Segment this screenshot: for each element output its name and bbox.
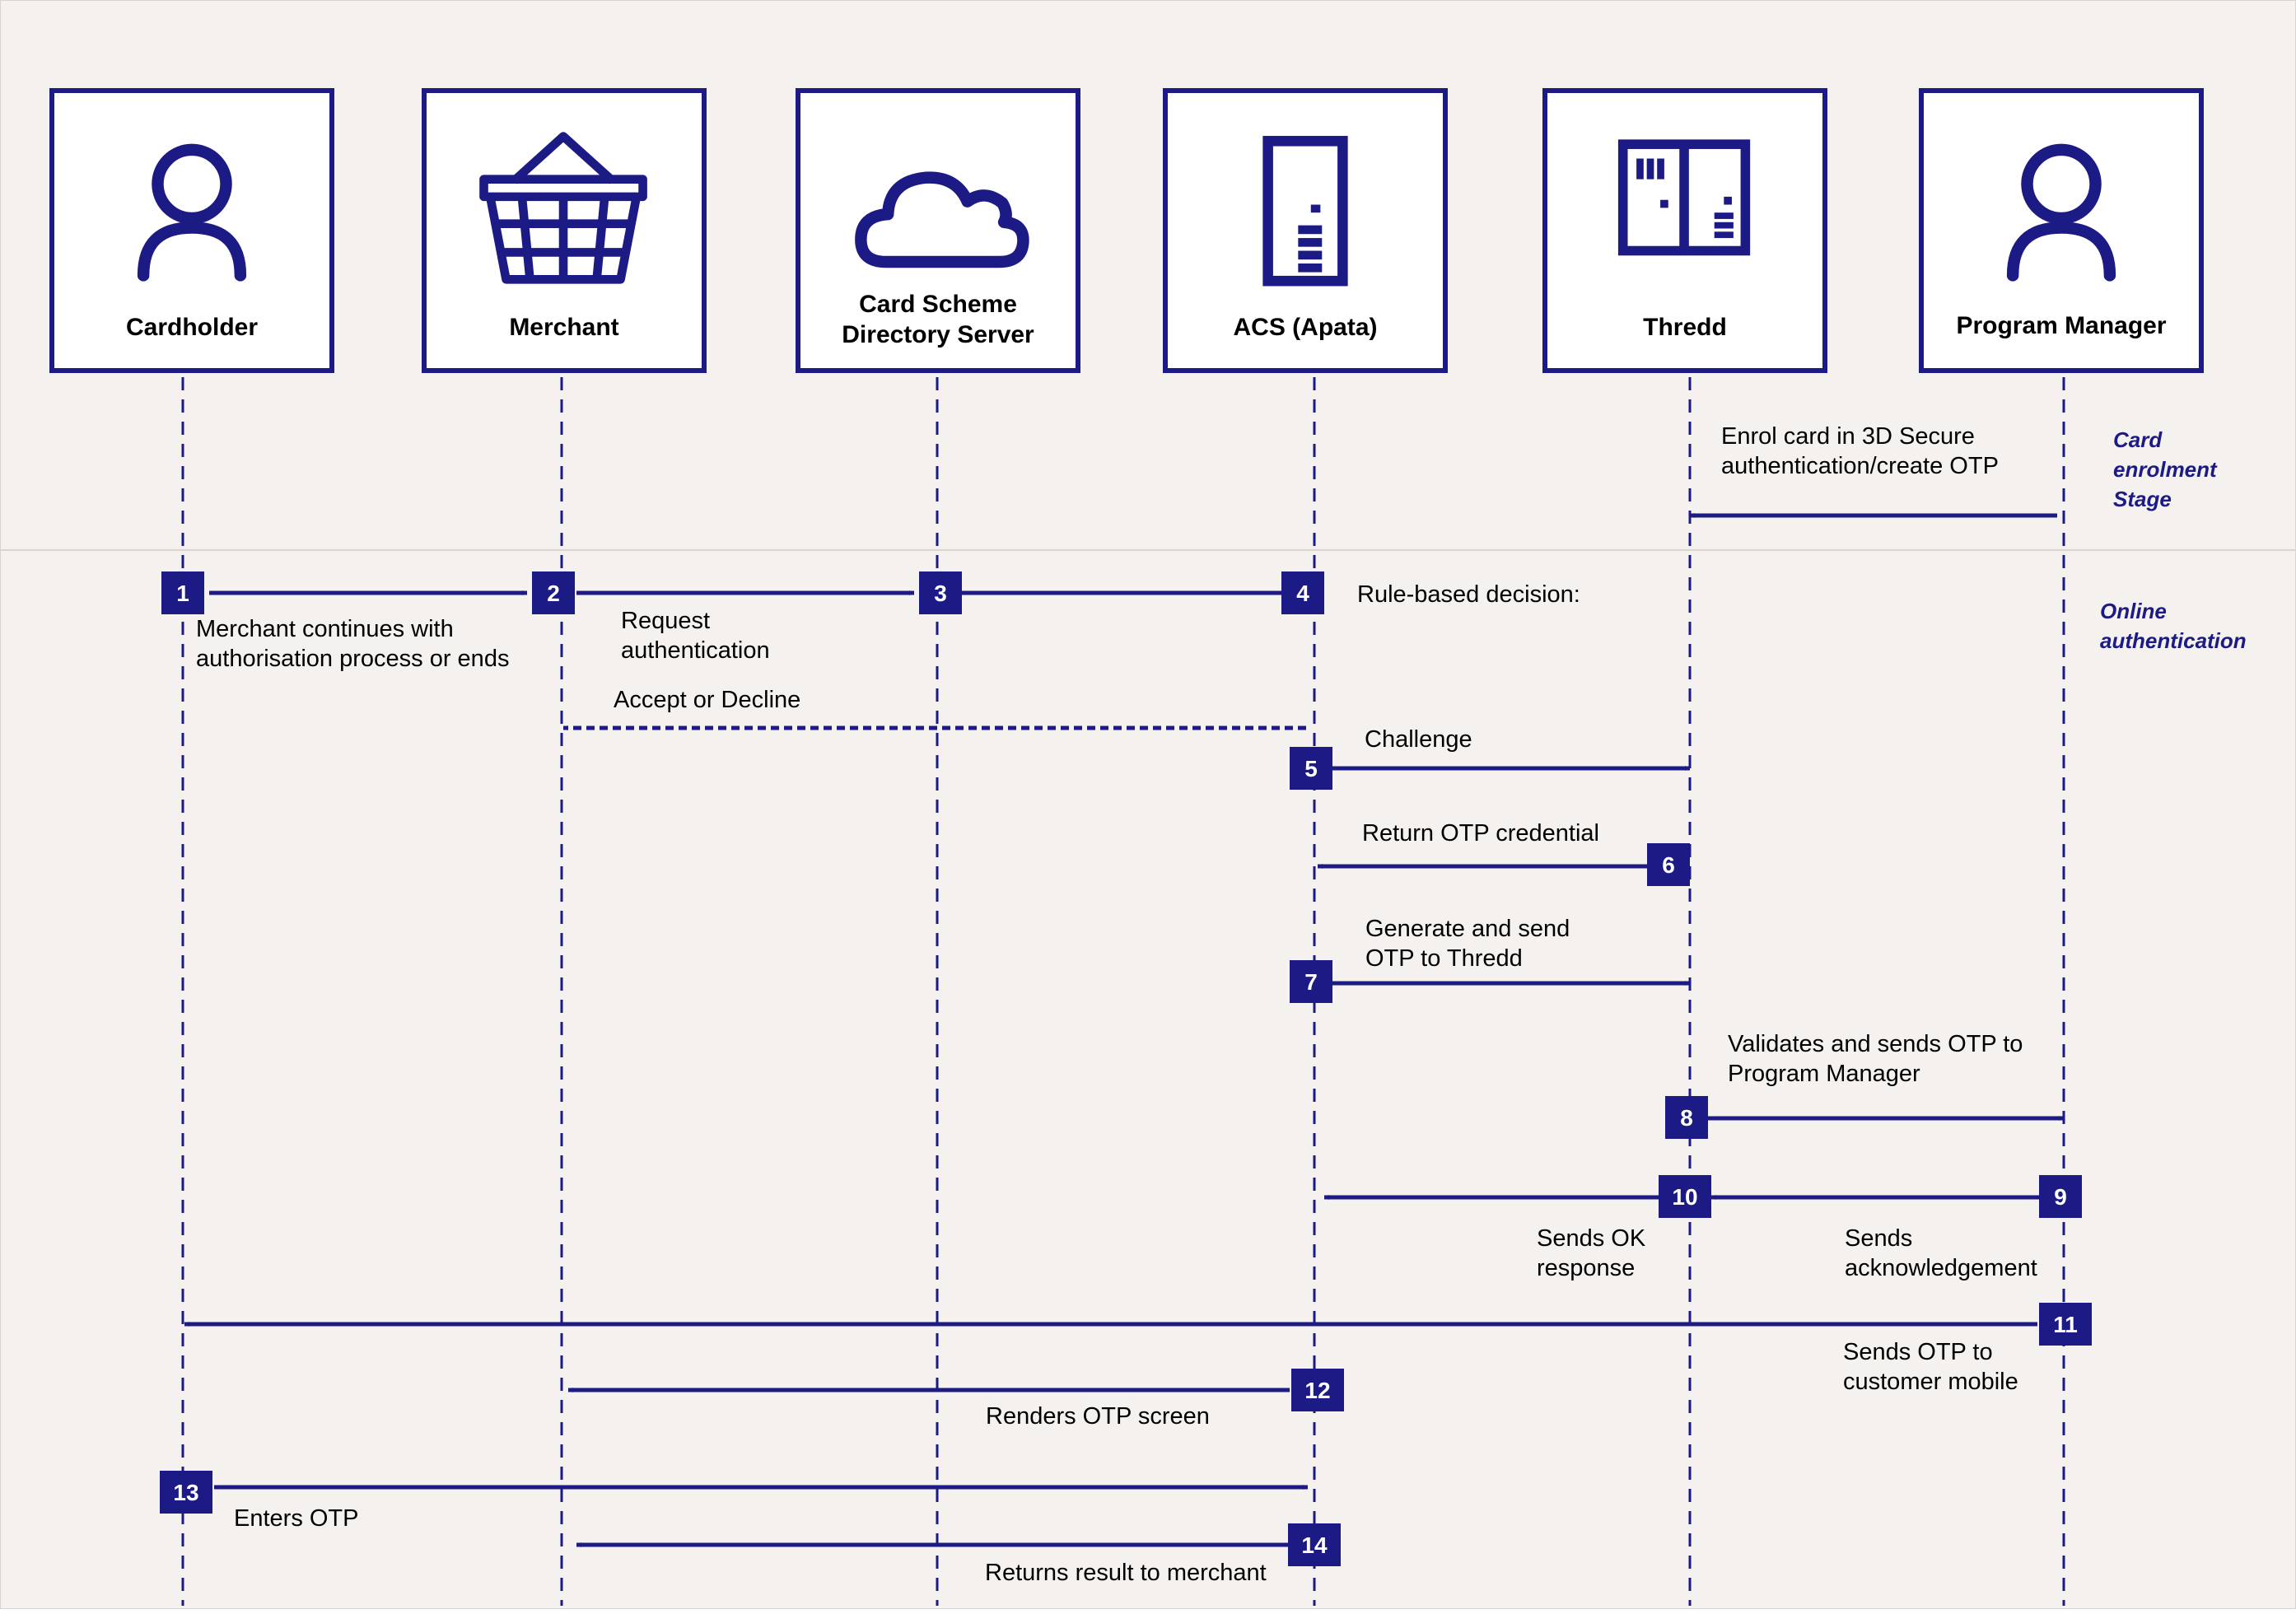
step-badge-13: 13 bbox=[160, 1471, 212, 1514]
step-badge-11: 11 bbox=[2039, 1303, 2092, 1346]
step-badge-5: 5 bbox=[1290, 747, 1332, 790]
message-label-4: Rule-based decision: bbox=[1357, 581, 1580, 608]
message-label-2: Request authentication bbox=[621, 608, 770, 664]
message-label-9: Sends acknowledgement bbox=[1845, 1225, 2037, 1281]
actor-merchant: Merchant bbox=[422, 88, 707, 373]
shopping-basket-icon bbox=[479, 132, 647, 284]
actor-acs: ACS (Apata) bbox=[1163, 88, 1448, 373]
step-number: 10 bbox=[1672, 1184, 1697, 1210]
step-number: 7 bbox=[1304, 969, 1318, 995]
message-label-7: Generate and send OTP to Thredd bbox=[1365, 916, 1570, 972]
message-label-8: Validates and sends OTP to Program Manag… bbox=[1728, 1031, 2023, 1087]
step-badge-9: 9 bbox=[2039, 1175, 2082, 1218]
step-number: 4 bbox=[1296, 581, 1309, 606]
step-number: 14 bbox=[1301, 1532, 1328, 1558]
actor-name: Card Scheme Directory Server bbox=[842, 291, 1034, 348]
person-icon bbox=[2006, 143, 2116, 282]
actor-name: Merchant bbox=[509, 314, 619, 341]
step-number: 5 bbox=[1304, 756, 1318, 781]
step-badge-10: 10 bbox=[1659, 1175, 1711, 1218]
server-rack-icon bbox=[1617, 139, 1751, 256]
actor-directory-server: Card Scheme Directory Server bbox=[796, 88, 1080, 373]
stage-label-online-authentication: Online authentication bbox=[2100, 599, 2247, 653]
server-tower-icon bbox=[1262, 136, 1348, 287]
message-label-14: Returns result to merchant bbox=[985, 1560, 1267, 1586]
actor-name: ACS (Apata) bbox=[1233, 314, 1378, 341]
step-number: 9 bbox=[2054, 1184, 2067, 1210]
step-badge-4: 4 bbox=[1281, 571, 1324, 614]
step-badge-6: 6 bbox=[1647, 843, 1690, 886]
message-label-12: Renders OTP screen bbox=[986, 1403, 1210, 1430]
actor-cardholder: Cardholder bbox=[49, 88, 334, 373]
message-label-6: Return OTP credential bbox=[1362, 820, 1599, 847]
step-number: 1 bbox=[176, 581, 189, 606]
message-label-5: Challenge bbox=[1365, 726, 1472, 753]
step-number: 3 bbox=[934, 581, 947, 606]
actor-program-manager: Program Manager bbox=[1919, 88, 2204, 373]
step-number: 13 bbox=[173, 1480, 198, 1505]
step-badge-14: 14 bbox=[1288, 1523, 1341, 1566]
actor-name: Thredd bbox=[1643, 314, 1727, 341]
cloud-icon bbox=[855, 171, 1029, 268]
message-label-10: Sends OK response bbox=[1537, 1225, 1646, 1281]
message-label-accept-decline: Accept or Decline bbox=[614, 687, 801, 713]
stage-label-enrolment: Card enrolment Stage bbox=[2113, 427, 2217, 511]
message-label-1: Merchant continues with authorisation pr… bbox=[196, 616, 510, 672]
person-icon bbox=[137, 143, 247, 282]
step-badge-7: 7 bbox=[1290, 960, 1332, 1003]
step-number: 12 bbox=[1304, 1378, 1330, 1403]
step-badge-3: 3 bbox=[919, 571, 962, 614]
step-badge-2: 2 bbox=[532, 571, 575, 614]
message-label-11: Sends OTP to customer mobile bbox=[1843, 1339, 2018, 1395]
message-label-enrol: Enrol card in 3D Secure authentication/c… bbox=[1721, 423, 1999, 479]
step-number: 2 bbox=[547, 581, 560, 606]
message-label-13: Enters OTP bbox=[234, 1505, 359, 1532]
step-badge-12: 12 bbox=[1291, 1369, 1344, 1411]
step-badge-8: 8 bbox=[1665, 1096, 1708, 1139]
step-number: 6 bbox=[1662, 852, 1675, 878]
actor-thredd: Thredd bbox=[1542, 88, 1827, 373]
enrolment-band bbox=[0, 0, 2296, 550]
actor-name: Program Manager bbox=[1956, 312, 2167, 339]
step-number: 8 bbox=[1680, 1105, 1693, 1131]
step-number: 11 bbox=[2053, 1312, 2078, 1337]
actor-name: Cardholder bbox=[125, 314, 259, 341]
step-badge-1: 1 bbox=[161, 571, 204, 614]
